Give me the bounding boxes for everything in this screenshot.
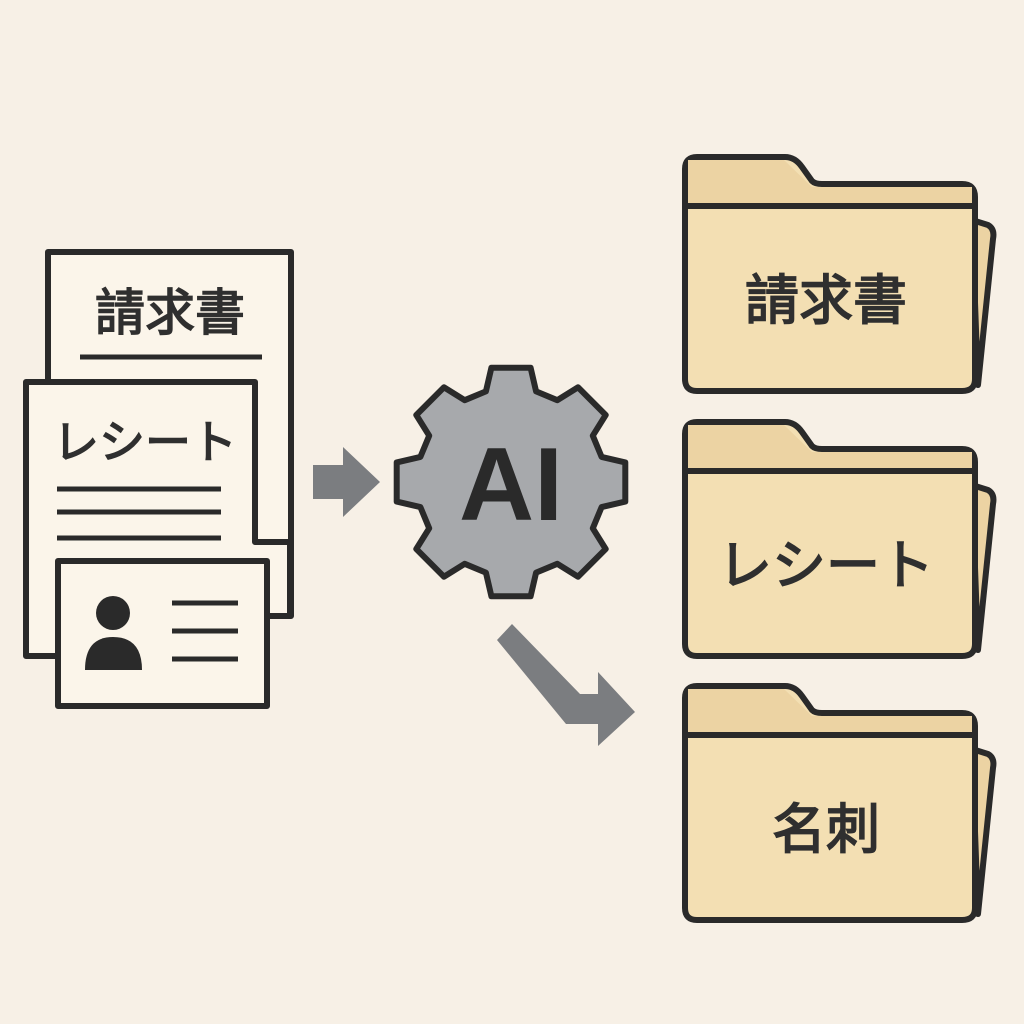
ai-label: AI: [459, 427, 563, 543]
folder-invoice[interactable]: 請求書: [682, 154, 997, 394]
folder-body: [682, 683, 978, 923]
folder-body: [682, 419, 978, 659]
arrow-right-icon: [313, 447, 380, 517]
folder-label: レシート: [718, 534, 934, 597]
folder-tab: [688, 160, 972, 205]
invoice-title: 請求書: [95, 284, 245, 342]
folder-label: 名刺: [772, 798, 880, 861]
folder-tab: [688, 689, 972, 734]
arrow-down-right-icon: [497, 624, 635, 746]
folder-body: [682, 154, 978, 394]
folder-label: 請求書: [745, 269, 907, 332]
receipt-title: レシート: [53, 415, 237, 469]
folder-receipt[interactable]: レシート: [682, 419, 997, 659]
folder-tab: [688, 425, 972, 470]
person-icon: [85, 596, 142, 670]
gear-icon: AI: [393, 364, 629, 600]
business-card: [55, 558, 270, 709]
folder-business-card[interactable]: 名刺: [682, 683, 997, 923]
